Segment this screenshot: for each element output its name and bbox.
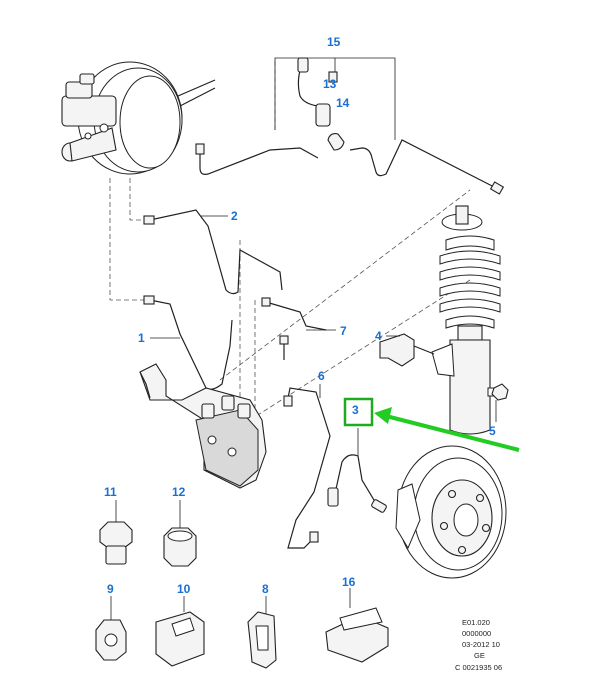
- highlight-arrow: [385, 414, 520, 452]
- highlight-callout-3: [343, 397, 520, 452]
- callout-3: 3: [352, 403, 359, 417]
- callout-10: 10: [177, 582, 191, 596]
- brake-pipe-6: [283, 384, 331, 549]
- clip-8: [247, 596, 277, 669]
- callout-11: 11: [104, 485, 117, 499]
- callout-9: 9: [107, 582, 114, 596]
- nut-12: [163, 500, 197, 567]
- callout-labels: 15 13 14 2 1 7 4 6 3 5 11 12 9 10 8 16: [104, 35, 496, 596]
- highlight-arrowhead: [374, 407, 392, 424]
- brake-pipe-2: [143, 209, 283, 295]
- brake-pipe-7: [261, 297, 336, 360]
- callout-15: 15: [327, 35, 341, 49]
- clip-16: [325, 588, 389, 663]
- callout-5: 5: [489, 424, 496, 438]
- highlight-box: [343, 397, 374, 427]
- ref-line-1: E01.020: [462, 618, 490, 627]
- callout-1: 1: [138, 331, 145, 345]
- brake-hose-3: [327, 428, 387, 513]
- fitting-11: [99, 500, 133, 565]
- clip-14: [327, 133, 345, 151]
- ref-line-3: 03-2012 10: [462, 640, 500, 649]
- brake-booster-master-cylinder: [61, 61, 216, 175]
- callout-4: 4: [375, 329, 382, 343]
- callout-6: 6: [318, 369, 325, 383]
- callout-13: 13: [323, 77, 337, 91]
- callout-2: 2: [231, 209, 238, 223]
- abs-modulator-bracket: [139, 363, 267, 489]
- abs-sensor-13: [297, 57, 338, 127]
- brake-pipe-15: [195, 57, 505, 195]
- clip-9: [95, 596, 127, 661]
- clip-10: [155, 596, 205, 667]
- callout-16: 16: [342, 575, 356, 589]
- hose-bracket-4: [379, 333, 435, 367]
- callout-12: 12: [172, 485, 186, 499]
- reference-block: E01.020 0000000 03-2012 10 GE C 0021935 …: [455, 618, 502, 672]
- strut-spring-assembly: [431, 205, 501, 435]
- callout-14: 14: [336, 96, 350, 110]
- ref-line-4: GE: [474, 651, 485, 660]
- ref-line-5: C 0021935 06: [455, 663, 502, 672]
- brake-disc-hub: [395, 445, 507, 579]
- callout-7: 7: [340, 324, 347, 338]
- callout-8: 8: [262, 582, 269, 596]
- ref-line-2: 0000000: [462, 629, 491, 638]
- nut-5: [491, 383, 509, 422]
